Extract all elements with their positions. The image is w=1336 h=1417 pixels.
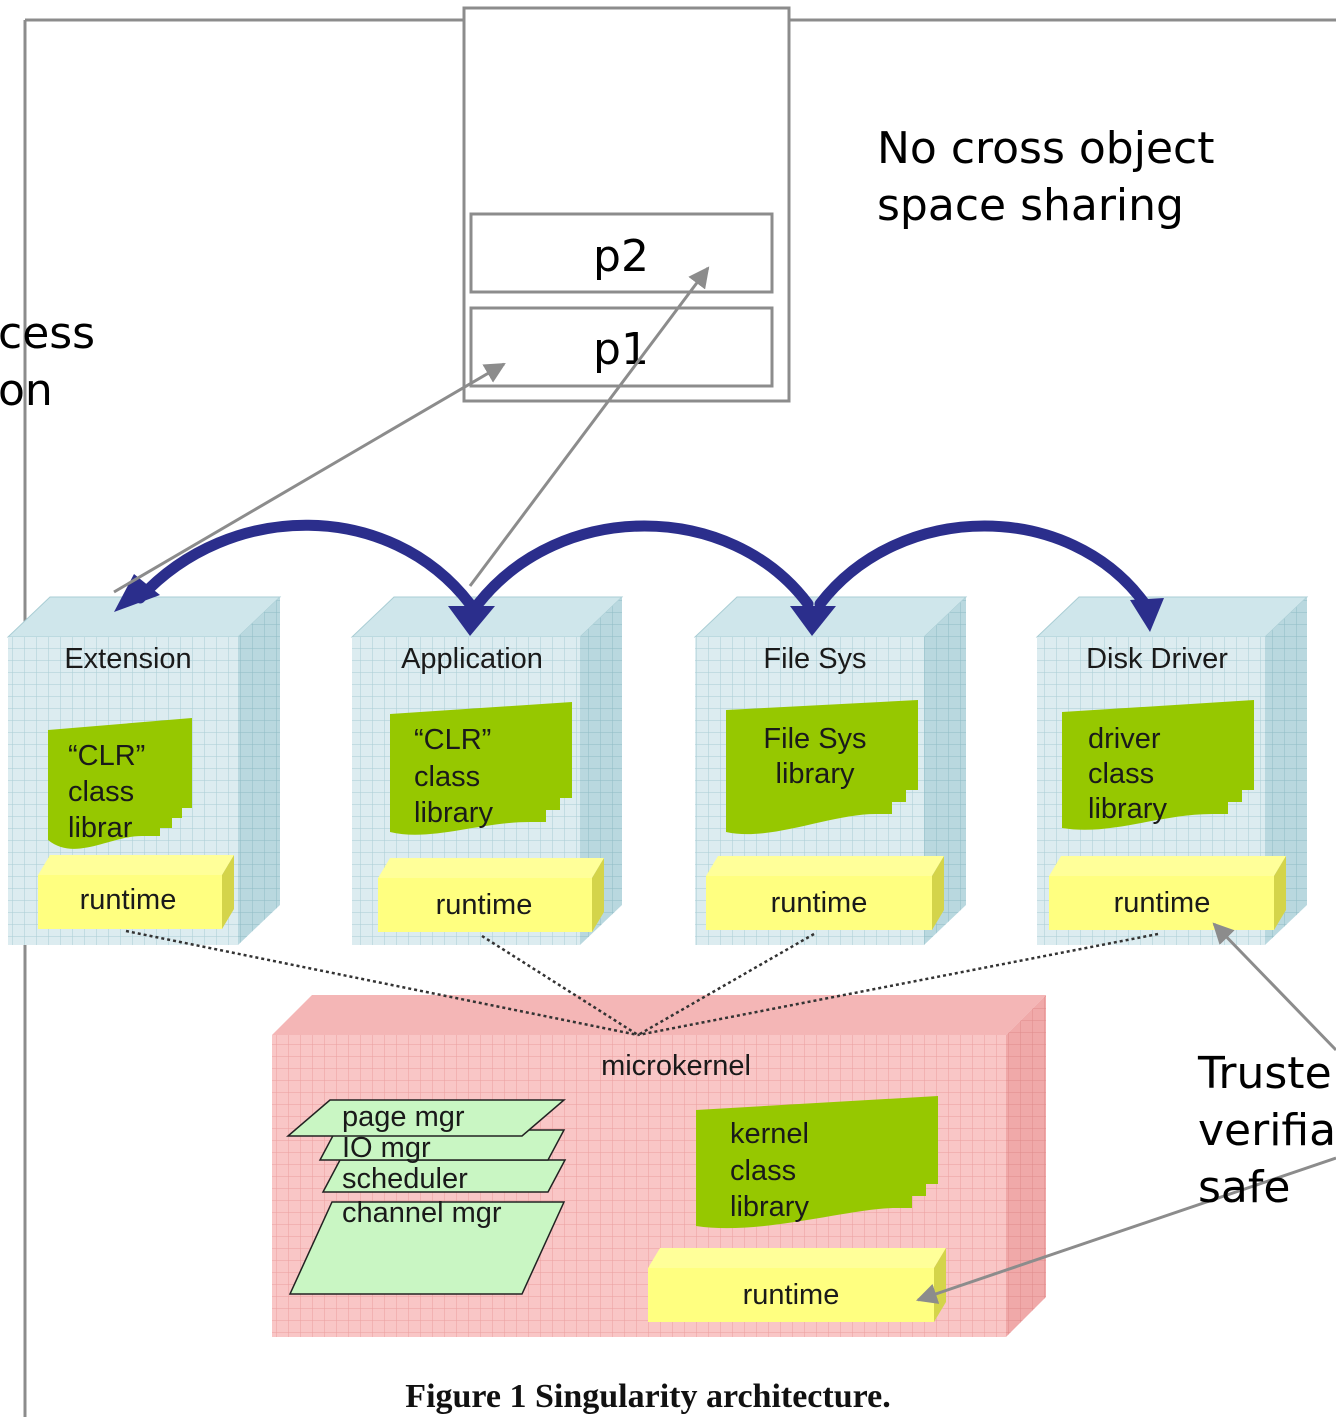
- manager-card-4: [288, 1201, 566, 1295]
- arrowhead-extension: [114, 574, 160, 612]
- process-application: Application “CLR” class library runtime: [350, 596, 624, 945]
- channel-arrow-extension-application: [134, 519, 476, 610]
- application-runtime-label: runtime: [436, 889, 533, 921]
- channel-arrow-filesys-diskdriver: [814, 520, 1151, 610]
- arrow-extension-to-p1: [113, 362, 506, 594]
- filesys-runtime: runtime: [706, 856, 944, 930]
- diskdriver-library-line-1: driver: [1088, 723, 1161, 755]
- process-extension-title: Extension: [64, 643, 191, 675]
- note-left: cess on: [0, 308, 95, 416]
- filesys-runtime-label: runtime: [771, 887, 868, 919]
- kernel-library-line-3: library: [730, 1191, 809, 1223]
- extension-runtime-label: runtime: [80, 884, 177, 916]
- kernel-runtime-label: runtime: [743, 1279, 840, 1311]
- channel-arrowheads: [114, 574, 1164, 636]
- kernel-runtime: runtime: [648, 1248, 946, 1322]
- arrow-to-kernel-runtime: [916, 1156, 1336, 1304]
- filesys-library: File Sys library: [726, 700, 918, 835]
- channel-arrow-application-filesys: [472, 520, 814, 610]
- slot-p1-label: p1: [593, 324, 649, 375]
- application-library-line-3: library: [414, 797, 493, 829]
- kernel-library-line-1: kernel: [730, 1118, 809, 1150]
- arrowhead-diskdriver: [1130, 598, 1164, 632]
- arrowhead-filesys: [790, 606, 836, 636]
- arrow-to-diskdriver-runtime: [1212, 922, 1336, 1052]
- extension-library-line-1: “CLR”: [68, 740, 145, 772]
- note-right: Truste verifia safe: [1197, 1048, 1336, 1213]
- note-right-line-3: safe: [1198, 1162, 1290, 1213]
- slot-p1: p1: [469, 306, 774, 388]
- arrow-application-to-p2: [468, 266, 710, 587]
- process-application-title: Application: [401, 643, 543, 675]
- diskdriver-library-line-2: class: [1088, 758, 1154, 790]
- note-left-line-1: cess: [0, 308, 95, 359]
- process-filesys-title: File Sys: [763, 643, 866, 675]
- process-diskdriver-title: Disk Driver: [1086, 643, 1228, 675]
- diskdriver-runtime-label: runtime: [1114, 887, 1211, 919]
- filesys-library-line-1: File Sys: [763, 723, 866, 755]
- note-left-line-2: on: [0, 365, 53, 416]
- extension-library-line-2: class: [68, 776, 134, 808]
- slot-p2: p2: [469, 212, 774, 294]
- microkernel-title: microkernel: [601, 1050, 751, 1082]
- kernel-library: kernel class library: [696, 1096, 938, 1229]
- slot-p2-label: p2: [593, 231, 649, 282]
- arrowhead-application: [448, 606, 495, 636]
- manager-page-mgr: page mgr: [342, 1101, 465, 1133]
- manager-io-mgr: IO mgr: [342, 1132, 431, 1164]
- manager-card-1: [285, 1099, 567, 1137]
- extension-library: “CLR” class librar: [48, 718, 192, 849]
- manager-scheduler: scheduler: [342, 1163, 468, 1195]
- process-extension: Extension “CLR” class librar runtime: [6, 596, 282, 945]
- application-library: “CLR” class library: [390, 702, 572, 835]
- note-right-line-1: Truste: [1197, 1048, 1332, 1099]
- annotation-arrows: [113, 266, 1336, 1304]
- application-runtime: runtime: [378, 858, 604, 932]
- note-top-line-1: No cross object: [877, 123, 1214, 174]
- note-right-line-2: verifia: [1198, 1105, 1336, 1156]
- microkernel: microkernel page mgr IO mgr scheduler ch…: [272, 995, 1046, 1337]
- filesys-library-line-2: library: [776, 758, 855, 790]
- figure-caption: Figure 1 Singularity architecture.: [405, 1378, 890, 1415]
- application-library-line-1: “CLR”: [414, 724, 491, 756]
- object-space: p2 p1: [462, 6, 791, 403]
- extension-runtime: runtime: [38, 855, 234, 929]
- runtime-links: [125, 929, 1159, 1037]
- channel-arrows: [134, 519, 1151, 610]
- diskdriver-runtime: runtime: [1049, 856, 1286, 930]
- kernel-library-line-2: class: [730, 1155, 796, 1187]
- application-library-line-2: class: [414, 761, 480, 793]
- kernel-managers: page mgr IO mgr scheduler channel mgr: [285, 1099, 567, 1295]
- extension-library-line-3: librar: [68, 812, 133, 844]
- manager-channel-mgr: channel mgr: [342, 1197, 502, 1229]
- process-filesys: File Sys File Sys library runtime: [693, 596, 968, 945]
- note-top-line-2: space sharing: [877, 180, 1184, 231]
- diskdriver-library: driver class library: [1062, 700, 1254, 830]
- note-top: No cross object space sharing: [877, 123, 1214, 231]
- diskdriver-library-line-3: library: [1088, 793, 1167, 825]
- process-diskdriver: Disk Driver driver class library runtime: [1035, 596, 1309, 945]
